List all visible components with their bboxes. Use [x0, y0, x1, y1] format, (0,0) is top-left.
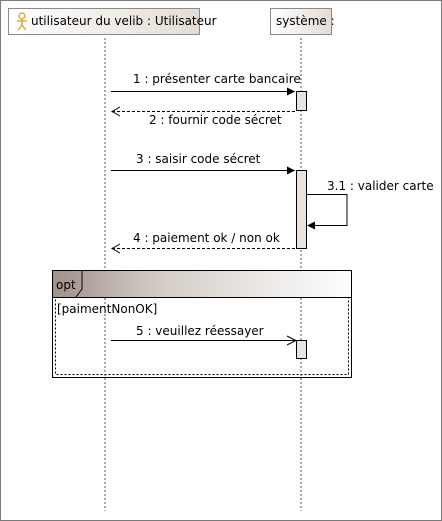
fragment-operand [55, 297, 349, 375]
message-4-label: 4 : paiement ok / non ok [133, 231, 280, 245]
activation-bar-5 [296, 340, 307, 359]
system-lifeline-header[interactable]: système : [270, 8, 335, 35]
message-4[interactable]: 4 : paiement ok / non ok [110, 231, 296, 254]
message-2-label: 2 : fournir code sécret [149, 113, 282, 127]
message-1-label: 1 : présenter carte bancaire [133, 72, 301, 86]
fragment-operator: opt [56, 278, 76, 292]
message-3-1[interactable]: 3.1 : valider carte [307, 179, 434, 230]
fragment-guard: [paimentNonOK] [57, 302, 157, 316]
open-arrowhead-icon [286, 335, 298, 346]
actor-label: utilisateur du velib : Utilisateur [31, 14, 217, 28]
stick-figure-actor-icon [17, 12, 27, 31]
actor-lifeline-header[interactable]: utilisateur du velib : Utilisateur [8, 8, 217, 35]
system-label: système : [276, 14, 335, 28]
message-3-1-label: 3.1 : valider carte [327, 179, 434, 193]
filled-arrowhead-icon [307, 221, 315, 230]
message-5[interactable]: 5 : veuillez réessayer [111, 324, 298, 346]
activation-bar-1 [296, 91, 307, 111]
message-1[interactable]: 1 : présenter carte bancaire [111, 72, 301, 96]
open-arrowhead-icon [110, 243, 121, 254]
message-3[interactable]: 3 : saisir code sécret [111, 152, 295, 175]
fragment-tab-fill [53, 271, 351, 297]
filled-arrowhead-icon [287, 166, 295, 175]
message-2[interactable]: 2 : fournir code sécret [110, 106, 296, 127]
open-arrowhead-icon [110, 106, 121, 117]
activation-bar-3 [296, 170, 307, 249]
filled-arrowhead-icon [287, 87, 295, 96]
opt-fragment[interactable]: opt [paimentNonOK] [52, 270, 352, 378]
message-5-label: 5 : veuillez réessayer [136, 324, 264, 338]
fragment-operator-tab [75, 271, 83, 298]
message-3-label: 3 : saisir code sécret [136, 152, 261, 166]
